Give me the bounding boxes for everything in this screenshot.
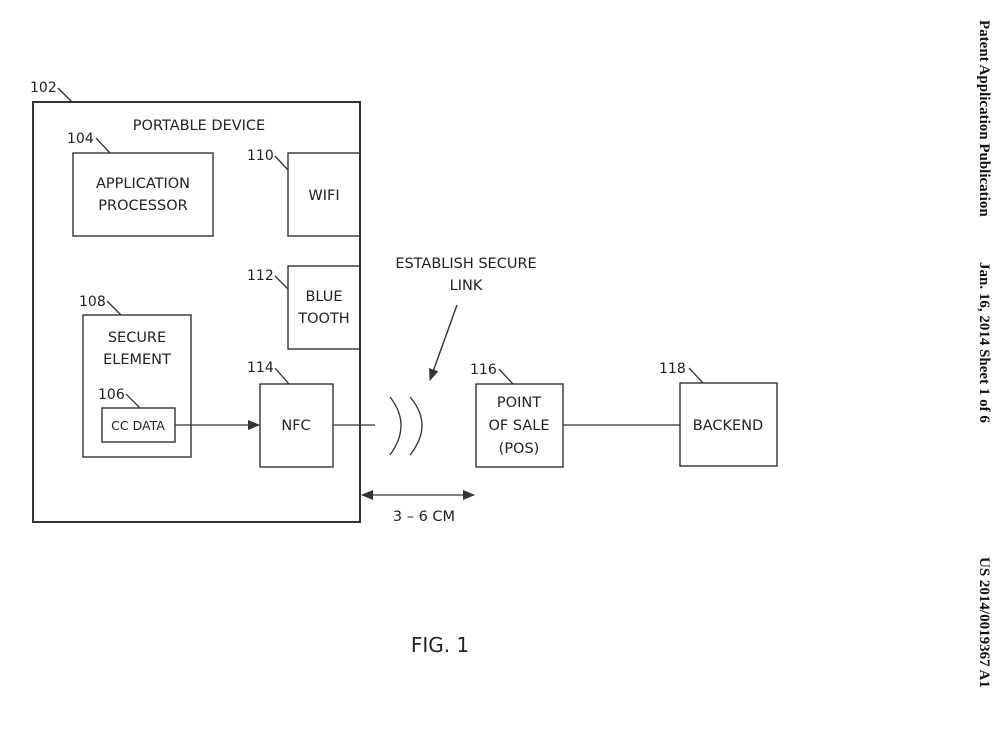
ref-112: 112 [247, 268, 274, 284]
header-date-sheet: Jan. 16, 2014 Sheet 1 of 6 [976, 262, 992, 423]
header-publication-type: Patent Application Publication [976, 20, 992, 217]
ref-106: 106 [98, 387, 125, 403]
backend-label: BACKEND [693, 418, 763, 434]
ref-108: 108 [79, 294, 106, 310]
cc-data-label: CC DATA [111, 418, 165, 433]
ref-118: 118 [659, 361, 686, 377]
bluetooth-label-line2: TOOTH [297, 311, 349, 327]
application-processor-box [72, 152, 214, 237]
leader-102 [57, 87, 73, 103]
pos-label-line1: POINT [497, 395, 541, 411]
leader-116 [498, 368, 514, 385]
secure-link-label-line2: LINK [450, 278, 483, 294]
secure-link-annotation: ESTABLISH SECURE LINK [395, 256, 537, 381]
leader-108 [106, 300, 122, 316]
leader-114 [274, 367, 290, 385]
pos-label-line2: OF SALE [489, 418, 550, 434]
secure-link-label-line1: ESTABLISH SECURE [395, 256, 536, 272]
backend-box [679, 382, 778, 467]
ref-116: 116 [470, 362, 497, 378]
ref-114: 114 [247, 360, 274, 376]
leader-112 [274, 275, 289, 290]
nfc-label: NFC [281, 418, 310, 434]
distance-annotation: 3 – 6 CM [361, 490, 475, 525]
wifi-node: 110 WIFI [247, 148, 361, 237]
application-processor-label-line1: APPLICATION [96, 176, 190, 192]
leader-106 [125, 393, 141, 409]
ref-102: 102 [30, 80, 57, 96]
ref-104: 104 [67, 131, 94, 147]
backend-node: 118 BACKEND [659, 361, 778, 467]
bluetooth-box [287, 265, 361, 350]
wave-outer [409, 396, 423, 456]
pos-label-line3: (POS) [499, 441, 540, 457]
application-processor-label-line2: PROCESSOR [98, 198, 187, 214]
cc-data-node: 106 CC DATA [98, 387, 176, 443]
bluetooth-node: 112 BLUE TOOTH [247, 265, 361, 350]
wave-inner [389, 396, 402, 456]
header-publication-number: US 2014/0019367 A1 [976, 557, 992, 688]
pos-node: 116 POINT OF SALE (POS) [470, 362, 564, 468]
secure-link-arrow [429, 304, 458, 381]
application-processor-node: 104 APPLICATION PROCESSOR [67, 131, 214, 237]
distance-label: 3 – 6 CM [393, 509, 455, 525]
leader-118 [688, 367, 704, 384]
secure-element-label-line1: SECURE [108, 330, 166, 346]
wifi-box [287, 152, 361, 237]
secure-element-label-line2: ELEMENT [103, 352, 171, 368]
figure-caption: FIG. 1 [411, 633, 469, 657]
leader-104 [95, 137, 111, 154]
wireless-signal-icon [389, 396, 423, 456]
portable-device-label: PORTABLE DEVICE [133, 118, 265, 134]
secure-element-node: 108 SECURE ELEMENT [79, 294, 192, 458]
wifi-label: WIFI [308, 188, 339, 204]
bluetooth-label-line1: BLUE [305, 289, 342, 305]
secure-element-box [82, 314, 192, 458]
leader-110 [274, 155, 289, 171]
nfc-node: 114 NFC [247, 360, 334, 468]
ref-110: 110 [247, 148, 274, 164]
